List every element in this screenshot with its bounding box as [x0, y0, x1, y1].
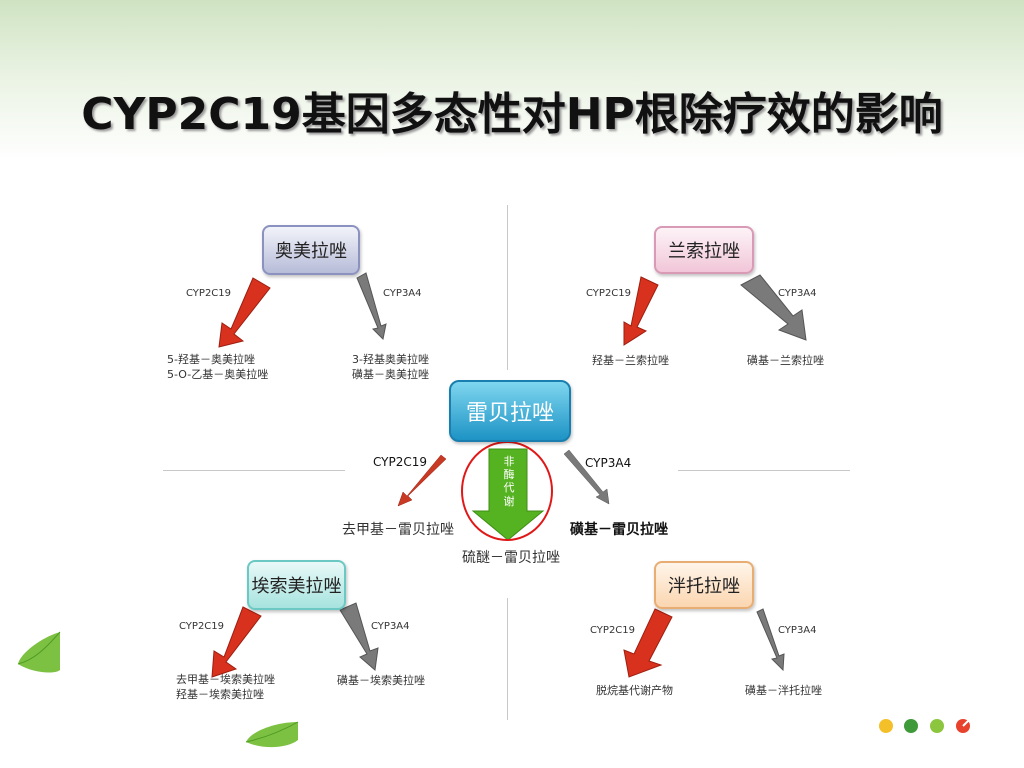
lansoprazole-cyp3a4-label: CYP3A4: [778, 288, 817, 299]
esomeprazole-cyp2c19-arrow: [211, 606, 262, 678]
horizontal-divider-left: [163, 470, 345, 471]
lansoprazole-cyp2c19-label: CYP2C19: [586, 288, 632, 299]
product-line: 5-羟基－奥美拉唑: [167, 353, 255, 366]
non-enzymatic-char: 代: [503, 481, 515, 495]
product-line: 3-羟基奥美拉唑: [352, 353, 429, 366]
green-dot-icon: [904, 719, 918, 733]
non-enzymatic-arrow: [471, 448, 545, 541]
rabeprazole-non-enzymatic-product: 硫醚－雷贝拉唑: [462, 550, 560, 566]
light-green-dot-icon: [930, 719, 944, 733]
pantoprazole-cyp3a4-label: CYP3A4: [778, 625, 817, 636]
lansoprazole-box: 兰索拉唑: [654, 226, 754, 274]
lansoprazole-cyp2c19-arrow: [623, 276, 659, 346]
omeprazole-box: 奥美拉唑: [262, 225, 360, 275]
esomeprazole-cyp3a4-label: CYP3A4: [371, 621, 410, 632]
omeprazole-cyp3a4-label: CYP3A4: [383, 288, 422, 299]
lansoprazole-cyp2c19-product: 羟基－兰索拉唑: [592, 354, 669, 367]
rabeprazole-box: 雷贝拉唑: [449, 380, 571, 442]
pantoprazole-cyp3a4-product: 磺基－泮托拉唑: [745, 684, 822, 697]
product-line: 去甲基－埃索美拉唑: [176, 673, 275, 686]
product-line: 5-O-乙基－奥美拉唑: [167, 367, 269, 381]
rabeprazole-cyp3a4-product: 磺基－雷贝拉唑: [570, 522, 668, 538]
non-enzymatic-label: 非 酶 代 谢: [500, 455, 518, 508]
non-enzymatic-char: 非: [503, 455, 515, 468]
yellow-dot-icon: [879, 719, 893, 733]
rabeprazole-cyp3a4-label: CYP3A4: [585, 456, 632, 470]
non-enzymatic-char: 酶: [503, 468, 515, 482]
lansoprazole-cyp3a4-arrow: [740, 274, 807, 341]
rabeprazole-cyp2c19-arrow: [397, 454, 447, 507]
leaf-icon: [17, 631, 61, 673]
product-line: 磺基－奥美拉唑: [352, 367, 429, 381]
omeprazole-cyp2c19-label: CYP2C19: [186, 288, 232, 299]
pantoprazole-cyp3a4-arrow: [756, 608, 785, 672]
omeprazole-cyp2c19-products: 5-羟基－奥美拉唑 5-O-乙基－奥美拉唑: [167, 353, 268, 383]
esomeprazole-cyp2c19-label: CYP2C19: [179, 621, 225, 632]
rabeprazole-cyp2c19-product: 去甲基－雷贝拉唑: [342, 522, 454, 538]
horizontal-divider-right: [678, 470, 850, 471]
lansoprazole-cyp3a4-product: 磺基－兰索拉唑: [747, 354, 824, 367]
leaf-icon: [245, 721, 299, 748]
rabeprazole-cyp3a4-arrow: [563, 449, 610, 505]
esomeprazole-box: 埃索美拉唑: [247, 560, 346, 610]
omeprazole-cyp2c19-arrow: [218, 277, 271, 348]
esomeprazole-cyp3a4-arrow: [339, 602, 379, 671]
omeprazole-cyp3a4-arrow: [356, 272, 387, 341]
rabeprazole-cyp2c19-label: CYP2C19: [373, 455, 428, 469]
non-enzymatic-highlight-circle: [461, 441, 553, 541]
pantoprazole-cyp2c19-product: 脱烷基代谢产物: [596, 684, 673, 697]
slide-title: CYP2C19基因多态性对HP根除疗效的影响: [81, 89, 943, 140]
esomeprazole-cyp3a4-product: 磺基－埃索美拉唑: [337, 674, 425, 687]
decorative-dots: [879, 718, 971, 733]
vertical-divider-bottom: [507, 598, 508, 720]
vertical-divider-top: [507, 205, 508, 370]
pantoprazole-cyp2c19-label: CYP2C19: [590, 625, 636, 636]
product-line: 羟基－埃索美拉唑: [176, 687, 264, 701]
esomeprazole-cyp2c19-products: 去甲基－埃索美拉唑 羟基－埃索美拉唑: [176, 673, 275, 703]
non-enzymatic-char: 谢: [503, 494, 515, 508]
pantoprazole-box: 泮托拉唑: [654, 561, 754, 609]
title-background-band: [0, 0, 1024, 160]
omeprazole-cyp3a4-products: 3-羟基奥美拉唑 磺基－奥美拉唑: [352, 353, 429, 383]
pantoprazole-cyp2c19-arrow: [623, 608, 673, 678]
